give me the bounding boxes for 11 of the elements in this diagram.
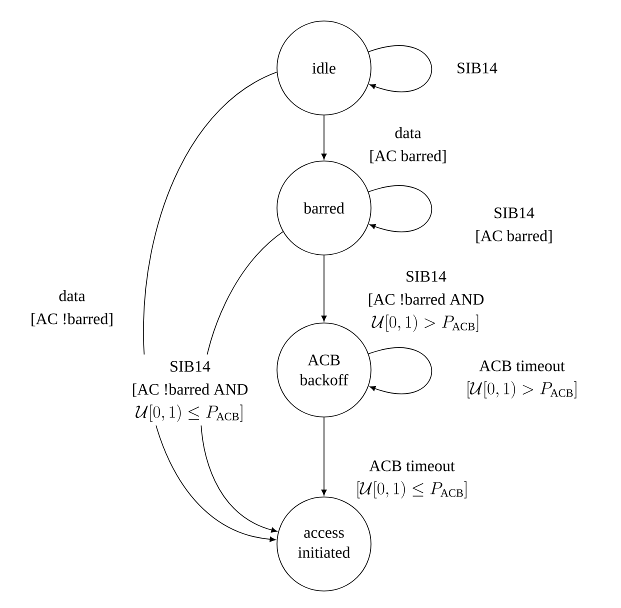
- arrow: [368, 347, 432, 394]
- arrow: [321, 115, 327, 160]
- edge-label: $\begin{array}{c}\text{data}\\ \text{[AC !barred]}\end{array}$: [24, 284, 120, 332]
- arrow: [321, 255, 327, 322]
- edge-label: $\begin{array}{c}\text{SIB14}\\ \text{[AC barred]}\end{array}$: [469, 201, 559, 249]
- arrow: [368, 45, 432, 92]
- edge-label: $\begin{array}{c}\text{ACB timeout}\\ {[\mathcal{U}[0,1) > P_{\mathrm{ACB}}]}\end{array}$: [460, 354, 584, 402]
- arrow: [368, 185, 432, 232]
- edge-label: $\text{SIB14}$: [456, 62, 498, 74]
- arrow: [321, 417, 327, 496]
- edge-label: $\begin{array}{c}\text{SIB14}\\ \text{[AC !barred AND}\\ \mathcal{U}[0,1) \leq P_{\mathrm{ACB}}]\end{array}$: [126, 354, 254, 426]
